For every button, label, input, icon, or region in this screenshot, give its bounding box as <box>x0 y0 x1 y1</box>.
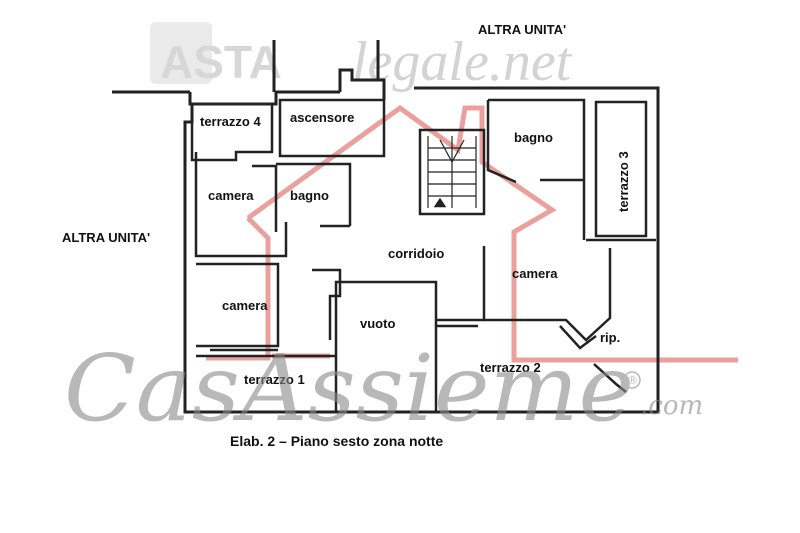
wall-camera-upper-inner <box>252 164 278 232</box>
wall-rip-lower <box>593 363 627 393</box>
label-vuoto: vuoto <box>360 316 395 331</box>
wall-bagno-top <box>488 98 586 240</box>
label-bagno-left: bagno <box>290 188 329 203</box>
label-camera-right: camera <box>512 266 558 281</box>
label-altra-unita-top: ALTRA UNITA' <box>478 22 566 37</box>
wall-bagno-top-left <box>486 100 517 184</box>
label-rip: rip. <box>600 330 620 345</box>
label-corridoio: corridoio <box>388 246 444 261</box>
label-camera-upper-left: camera <box>208 188 254 203</box>
label-terrazzo-3: terrazzo 3 <box>616 151 631 212</box>
logo-box <box>150 22 212 84</box>
top-wall-notch <box>338 68 386 100</box>
label-terrazzo-4: terrazzo 4 <box>200 114 261 129</box>
wall-camera-upper <box>194 152 288 258</box>
wall-camera-right <box>482 246 612 342</box>
casassieme-logo: CasAssieme .com ® <box>64 335 703 442</box>
wall-vuoto <box>334 280 438 414</box>
label-ascensore: ascensore <box>290 110 354 125</box>
wall-camera-lower <box>196 262 280 348</box>
astalegale-logo: ASTA legale.net <box>150 22 573 93</box>
label-bagno-top: bagno <box>514 130 553 145</box>
stair-block <box>418 128 486 216</box>
wall-terrazzo3 <box>594 100 648 238</box>
watermark-casassieme: CasAssieme <box>64 335 634 442</box>
top-wall-left <box>188 90 340 106</box>
stair-treads <box>427 136 477 208</box>
wall-rip-inner <box>559 325 597 350</box>
wall-ascensore <box>278 98 386 158</box>
watermark-asta: ASTA <box>160 36 282 88</box>
wall-corridor-lower <box>312 268 342 340</box>
interior-walls <box>190 98 656 414</box>
registered-circle <box>623 371 641 389</box>
house-outline-left <box>206 216 271 361</box>
label-camera-lower-left: camera <box>222 298 268 313</box>
watermark-legale: legale.net <box>352 31 573 93</box>
house-outline-right <box>246 104 738 363</box>
label-terrazzo-2: terrazzo 2 <box>480 360 541 375</box>
label-terrazzo-1: terrazzo 1 <box>244 372 305 387</box>
wall-bagno-left <box>276 162 352 226</box>
stair-arrow <box>433 197 447 208</box>
wall-terrazzo4 <box>190 104 274 162</box>
room-labels: ALTRA UNITA' ALTRA UNITA' terrazzo 4 asc… <box>62 22 631 387</box>
watermark-dotcom: .com <box>640 391 703 421</box>
watermark-registered: ® <box>627 374 638 387</box>
label-altra-unita-left: ALTRA UNITA' <box>62 230 150 245</box>
plan-caption: Elab. 2 – Piano sesto zona notte <box>230 433 443 449</box>
